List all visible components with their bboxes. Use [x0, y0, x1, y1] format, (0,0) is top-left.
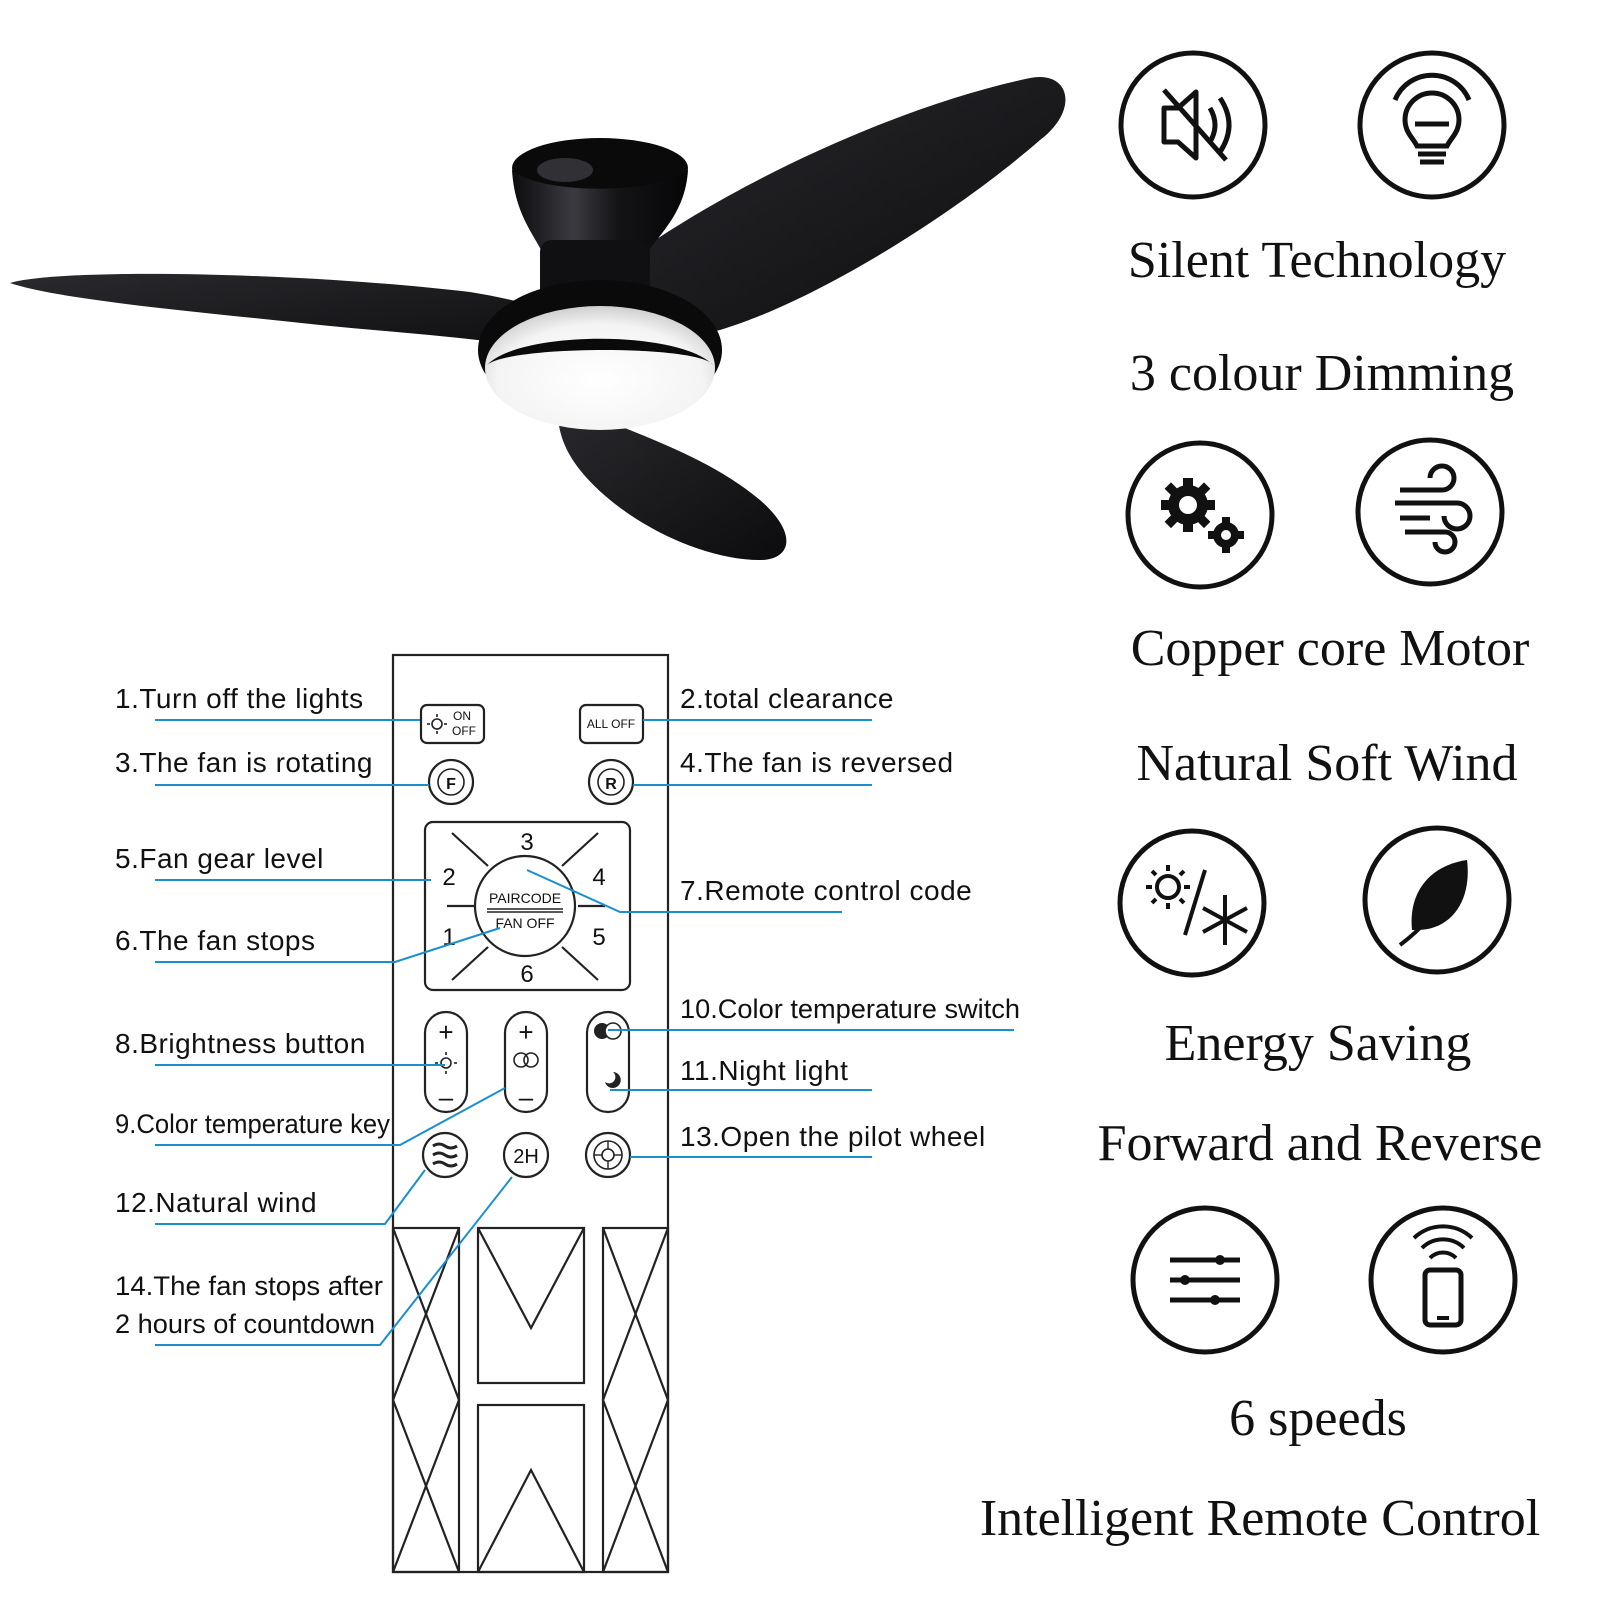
fan-blade-bottom [558, 400, 787, 560]
callout-brightness-button: 8.Brightness button [115, 1028, 366, 1059]
fan-speed-dial[interactable]: 1 2 3 4 5 6 PAIRCODE FAN OFF [423, 820, 632, 992]
feature-natural-soft-wind: Natural Soft Wind [1136, 735, 1517, 792]
sliders-icon [1130, 1205, 1280, 1355]
brightness-plus-label: + [438, 1017, 453, 1047]
brightness-rocker[interactable]: + – [423, 1010, 469, 1114]
all-off-label: ALL OFF [587, 717, 635, 731]
color-temp-plus-label: + [518, 1017, 533, 1047]
timer-label: 2H [513, 1146, 539, 1168]
speed-5: 5 [592, 924, 605, 951]
light-on-off-button[interactable]: ON OFF [419, 703, 486, 745]
feature-energy-saving: Energy Saving [1165, 1015, 1472, 1072]
reverse-label: R [605, 776, 617, 793]
remote-body [391, 653, 670, 1574]
callout-fan-stops: 6.The fan stops [115, 925, 316, 956]
callout-fan-reversed: 4.The fan is reversed [680, 747, 954, 778]
fan-blade-left [10, 273, 600, 360]
callout-countdown-line2: 2 hours of countdown [115, 1309, 375, 1339]
wind-icon [1355, 437, 1505, 587]
all-off-button[interactable]: ALL OFF [578, 703, 645, 745]
feature-3-colour-dimming: 3 colour Dimming [1130, 345, 1514, 402]
fan-blade-right [600, 76, 1066, 335]
brightness-minus-label: – [439, 1082, 454, 1112]
color-switch-night-rocker[interactable] [585, 1010, 631, 1114]
callout-remote-control-code: 7.Remote control code [680, 875, 972, 906]
feature-copper-core-motor: Copper core Motor [1131, 620, 1530, 677]
callout-countdown-line1: 14.The fan stops after [115, 1271, 383, 1301]
color-temperature-rocker[interactable]: + – [503, 1010, 549, 1114]
callout-natural-wind: 12.Natural wind [115, 1187, 317, 1218]
color-temp-minus-label: – [519, 1082, 534, 1112]
speed-4: 4 [592, 864, 605, 891]
callout-fan-rotating: 3.The fan is rotating [115, 747, 373, 778]
callout-turn-off-lights: 1.Turn off the lights [115, 683, 364, 714]
two-hour-timer-button[interactable]: 2H [502, 1131, 550, 1179]
speed-3: 3 [520, 829, 533, 856]
fan-canopy [512, 170, 688, 260]
leaf-icon [1362, 825, 1512, 975]
fan-off-label: FAN OFF [495, 915, 554, 931]
forward-label: F [446, 776, 456, 793]
sun-snowflake-icon [1117, 828, 1267, 978]
feature-forward-and-reverse: Forward and Reverse [1098, 1115, 1543, 1172]
mute-speaker-icon [1118, 50, 1268, 200]
light-off-label: OFF [452, 724, 476, 738]
gears-icon [1125, 440, 1275, 590]
callout-total-clearance: 2.total clearance [680, 683, 894, 714]
speed-6: 6 [520, 961, 533, 988]
remote-lower-panel [391, 1226, 670, 1574]
callout-color-temp-switch: 10.Color temperature switch [680, 994, 1020, 1024]
smartphone-remote-icon [1368, 1205, 1518, 1355]
fan-canopy-top [512, 138, 688, 198]
callout-color-temp-key: 9.Color temperature key [115, 1109, 390, 1139]
callout-pilot-wheel: 13.Open the pilot wheel [680, 1121, 986, 1152]
speed-2: 2 [442, 864, 455, 891]
feature-silent-technology: Silent Technology [1128, 232, 1506, 289]
fan-reverse-button[interactable]: R [587, 758, 635, 806]
paircode-label: PAIRCODE [489, 890, 561, 906]
callout-fan-gear-level: 5.Fan gear level [115, 843, 324, 874]
light-on-label: ON [453, 709, 471, 723]
feature-6-speeds: 6 speeds [1229, 1390, 1407, 1447]
dimmable-bulb-icon [1357, 50, 1507, 200]
callout-night-light: 11.Night light [680, 1055, 848, 1086]
leader-lines [155, 719, 1014, 1346]
feature-intelligent-remote-control: Intelligent Remote Control [980, 1490, 1540, 1547]
fan-forward-button[interactable]: F [427, 758, 475, 806]
natural-wind-button[interactable] [421, 1131, 469, 1179]
fan-light-kit [485, 306, 715, 430]
pilot-wheel-button[interactable] [584, 1131, 632, 1179]
